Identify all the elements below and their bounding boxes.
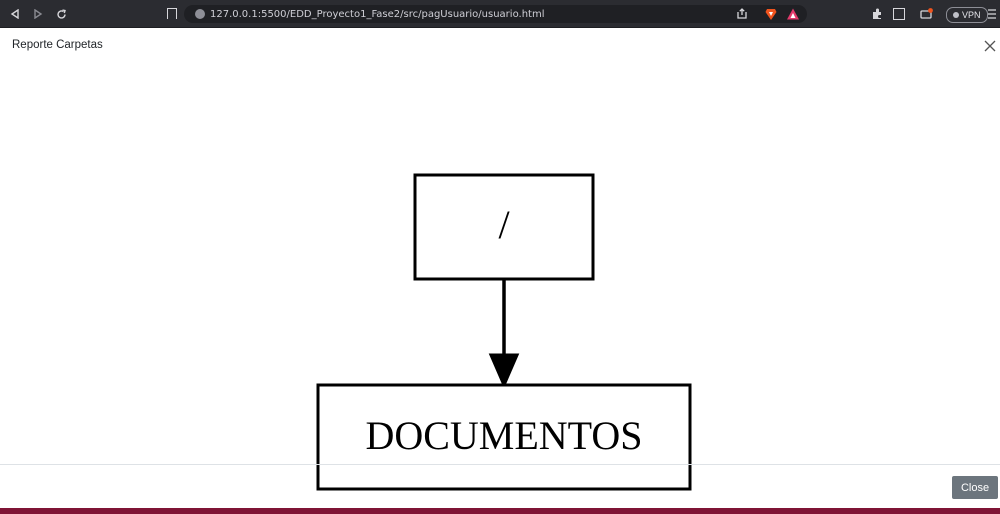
close-icon[interactable]: [981, 37, 999, 55]
reload-icon[interactable]: [54, 7, 68, 21]
graph-edge-arrowhead: [488, 353, 520, 389]
modal-body: / DOCUMENTOS: [0, 68, 1000, 491]
url-text[interactable]: 127.0.0.1:5500/EDD_Proyecto1_Fase2/src/p…: [210, 9, 545, 20]
extensions-icon[interactable]: [870, 7, 884, 21]
address-bar[interactable]: [184, 5, 807, 23]
graph-node-documentos-label: DOCUMENTOS: [365, 413, 642, 458]
bookmark-icon[interactable]: [167, 8, 177, 19]
sidebar-icon[interactable]: [893, 8, 905, 20]
wallet-icon[interactable]: [920, 8, 933, 20]
brave-shields-icon[interactable]: [764, 7, 778, 21]
graph-node-root-label: /: [498, 202, 510, 247]
site-info-icon[interactable]: [195, 9, 205, 19]
back-icon[interactable]: [8, 7, 22, 21]
page-background-strip: [0, 508, 1000, 514]
folder-tree-graph: / DOCUMENTOS: [316, 173, 692, 491]
graph-node-documentos: [316, 383, 692, 491]
vpn-status-icon: [953, 12, 959, 18]
forward-icon[interactable]: [31, 7, 45, 21]
brave-rewards-icon[interactable]: [786, 7, 800, 21]
close-button[interactable]: Close: [952, 476, 998, 499]
share-icon[interactable]: [736, 8, 748, 20]
graph-node-root: [413, 173, 595, 281]
modal-footer: Close: [0, 464, 1000, 508]
modal-header: Reporte Carpetas: [0, 28, 1000, 68]
vpn-button[interactable]: VPN: [946, 7, 988, 23]
menu-icon[interactable]: [988, 9, 996, 19]
vpn-label: VPN: [962, 10, 981, 20]
browser-toolbar: 127.0.0.1:5500/EDD_Proyecto1_Fase2/src/p…: [0, 0, 1000, 28]
modal-title: Reporte Carpetas: [12, 39, 103, 51]
